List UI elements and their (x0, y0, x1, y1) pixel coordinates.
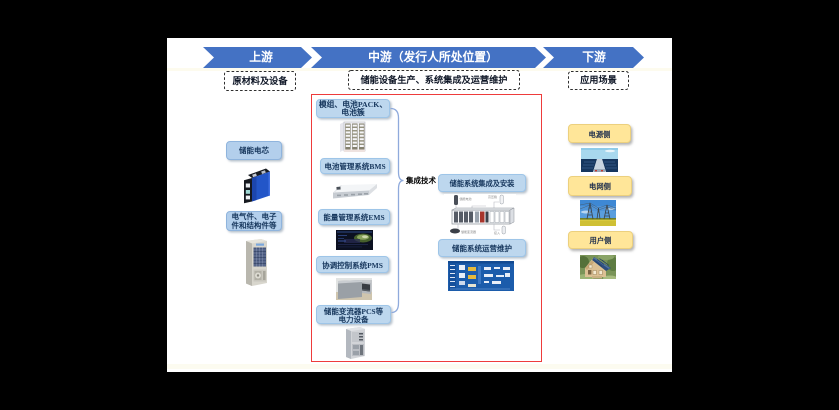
svg-text:接入: 接入 (494, 230, 500, 235)
svg-text:储能电池: 储能电池 (460, 196, 472, 201)
svg-text:储能变流器: 储能变流器 (461, 229, 476, 234)
svg-text:高压箱: 高压箱 (488, 194, 497, 199)
